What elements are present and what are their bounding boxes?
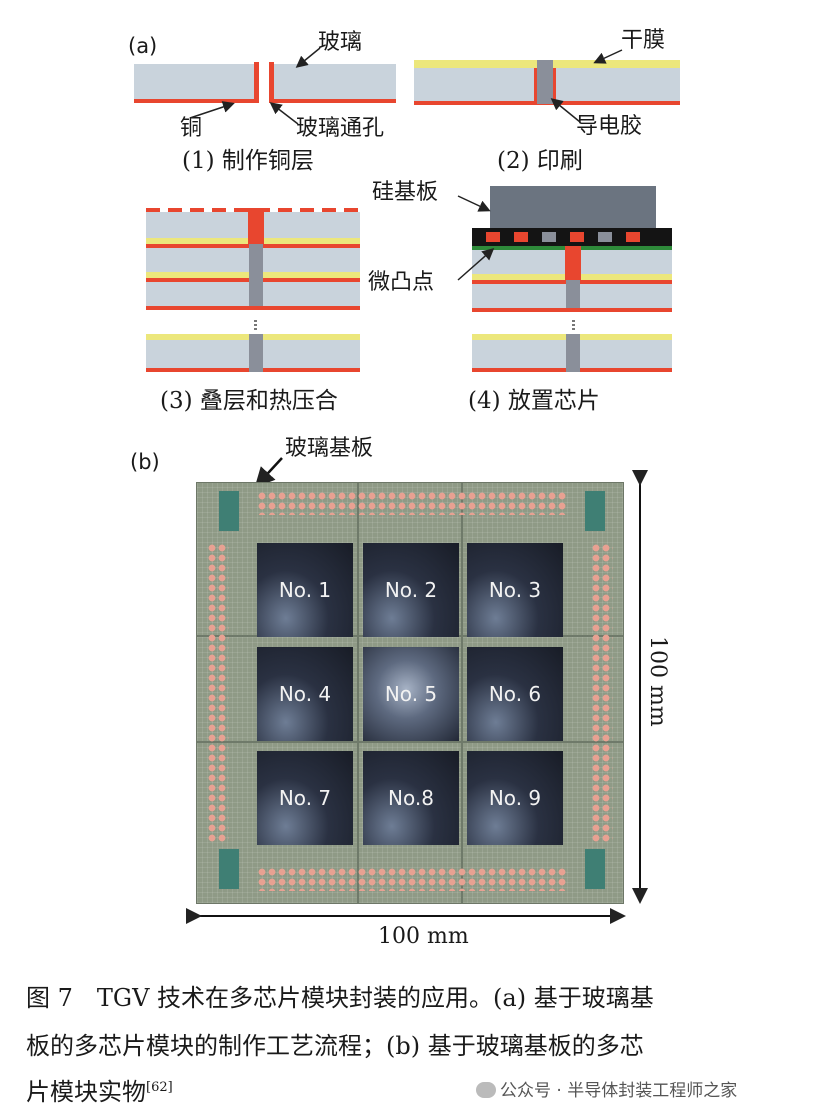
chip-3: No. 3 [467, 543, 563, 637]
adhesive-label: 导电胶 [576, 114, 643, 139]
tgv-label: 玻璃通孔 [296, 116, 385, 141]
step3-caption: (3) 叠层和热压合 [160, 388, 338, 414]
chip-7: No. 7 [257, 751, 353, 845]
watermark-text: 公众号 · 半导体封装工程师之家 [500, 1081, 738, 1101]
caption-line-3: 片模块实物[62] [26, 1080, 173, 1104]
micro-bump-label: 微凸点 [368, 270, 435, 295]
caption-ref: [62] [146, 1080, 173, 1095]
panel-a-label: (a) [128, 34, 158, 58]
dim-horizontal-label: 100 mm [378, 924, 469, 949]
caption-line-3-text: 片模块实物 [26, 1078, 146, 1106]
step1-caption: (1) 制作铜层 [182, 148, 314, 174]
step2-caption: (2) 印刷 [497, 148, 583, 174]
dim-vertical-label: 100 mm [645, 636, 670, 727]
dry-film-label: 干膜 [621, 28, 666, 53]
caption-line-1: 图 7 TGV 技术在多芯片模块封装的应用。(a) 基于玻璃基 [26, 984, 654, 1012]
watermark: 公众号 · 半导体封装工程师之家 [476, 1076, 737, 1101]
chip-8: No.8 [363, 751, 459, 845]
wechat-icon [476, 1082, 496, 1098]
glass-substrate-label: 玻璃基板 [285, 436, 374, 461]
panel-b-label: (b) [130, 450, 160, 474]
chip-4: No. 4 [257, 647, 353, 741]
chip-9: No. 9 [467, 751, 563, 845]
caption-line-2: 板的多芯片模块的制作工艺流程；(b) 基于玻璃基板的多芯 [26, 1032, 644, 1060]
chip-5: No. 5 [363, 647, 459, 741]
step4-caption: (4) 放置芯片 [468, 388, 600, 414]
chip-1: No. 1 [257, 543, 353, 637]
glass-label: 玻璃 [318, 30, 363, 55]
chip-2: No. 2 [363, 543, 459, 637]
silicon-substrate-label: 硅基板 [372, 180, 439, 205]
module-photo: No. 1 No. 2 No. 3 No. 4 No. 5 No. 6 No. … [196, 482, 624, 904]
copper-label: 铜 [180, 116, 203, 141]
chip-6: No. 6 [467, 647, 563, 741]
